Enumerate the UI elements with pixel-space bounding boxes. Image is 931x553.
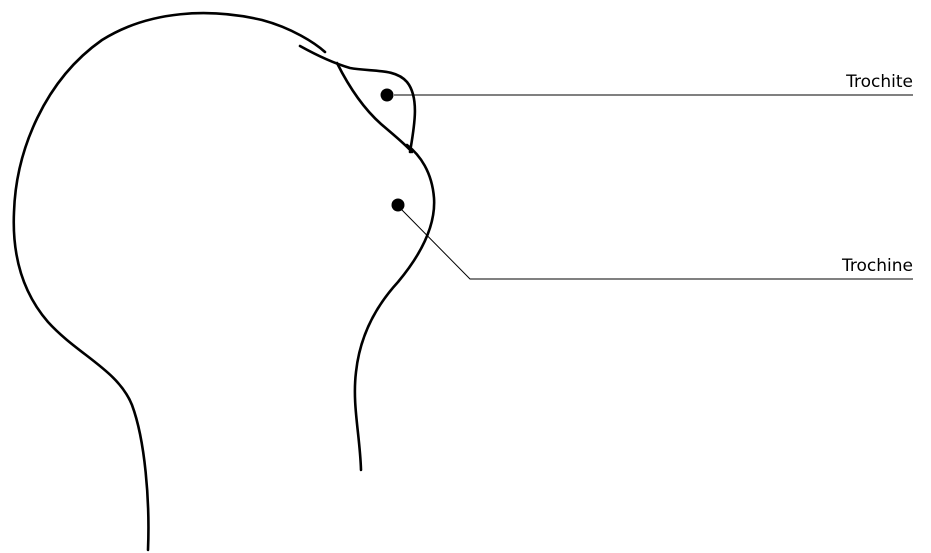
trochine-label: Trochine xyxy=(841,256,913,276)
trochine-leader-line xyxy=(402,210,913,279)
trochite-label: Trochite xyxy=(845,72,913,92)
lesser-tubercle-and-shaft-outline xyxy=(355,145,434,470)
trochine-marker xyxy=(392,199,405,212)
trochite-marker xyxy=(381,89,394,102)
humeral-head-outline xyxy=(14,13,325,550)
